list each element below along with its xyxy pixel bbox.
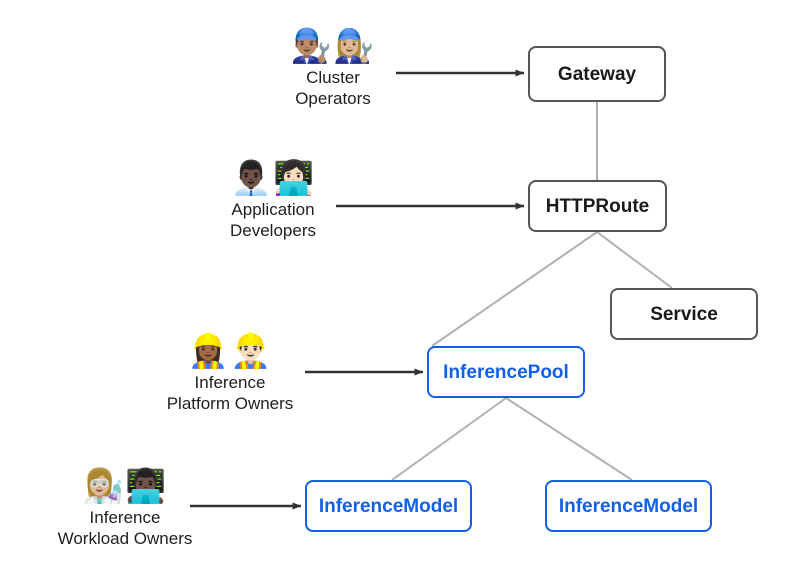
persona-application-developers: 👨🏿‍💼👩🏻‍💻Application Developers (198, 160, 348, 242)
node-inferencemodel-right[interactable]: InferenceModel (545, 480, 712, 532)
connector-inferencepool-model-left (391, 397, 507, 481)
persona-application-developers-label: Application Developers (230, 199, 316, 241)
node-httproute[interactable]: HTTPRoute (528, 180, 667, 232)
node-inferencemodel-left[interactable]: InferenceModel (305, 480, 472, 532)
persona-cluster-operators-emoji-icon: 👨🏽‍🔧👩🏼‍🔧 (290, 26, 376, 65)
persona-inference-platform-owners-emoji-icon: 👷🏾‍♀️👷🏻‍♂️ (187, 331, 273, 370)
node-gateway[interactable]: Gateway (528, 46, 666, 102)
persona-inference-workload-owners-label: Inference Workload Owners (57, 507, 193, 549)
persona-inference-workload-owners-emoji-icon: 👩🏼‍🔬👨🏿‍💻 (82, 466, 168, 505)
persona-inference-platform-owners-label: Inference Platform Owners (166, 372, 294, 414)
persona-cluster-operators-label: Cluster Operators (295, 67, 371, 109)
connector-httproute-service (596, 231, 673, 289)
node-inferencepool[interactable]: InferencePool (427, 346, 585, 398)
persona-inference-workload-owners: 👩🏼‍🔬👨🏿‍💻Inference Workload Owners (50, 468, 200, 550)
persona-cluster-operators: 👨🏽‍🔧👩🏼‍🔧Cluster Operators (258, 28, 408, 110)
persona-application-developers-emoji-icon: 👨🏿‍💼👩🏻‍💻 (230, 158, 316, 197)
node-service[interactable]: Service (610, 288, 758, 340)
connector-inferencepool-model-right (505, 397, 633, 481)
connector-httproute-inferencepool (431, 231, 598, 347)
persona-arrows (190, 69, 525, 510)
persona-inference-platform-owners: 👷🏾‍♀️👷🏻‍♂️Inference Platform Owners (155, 333, 305, 415)
